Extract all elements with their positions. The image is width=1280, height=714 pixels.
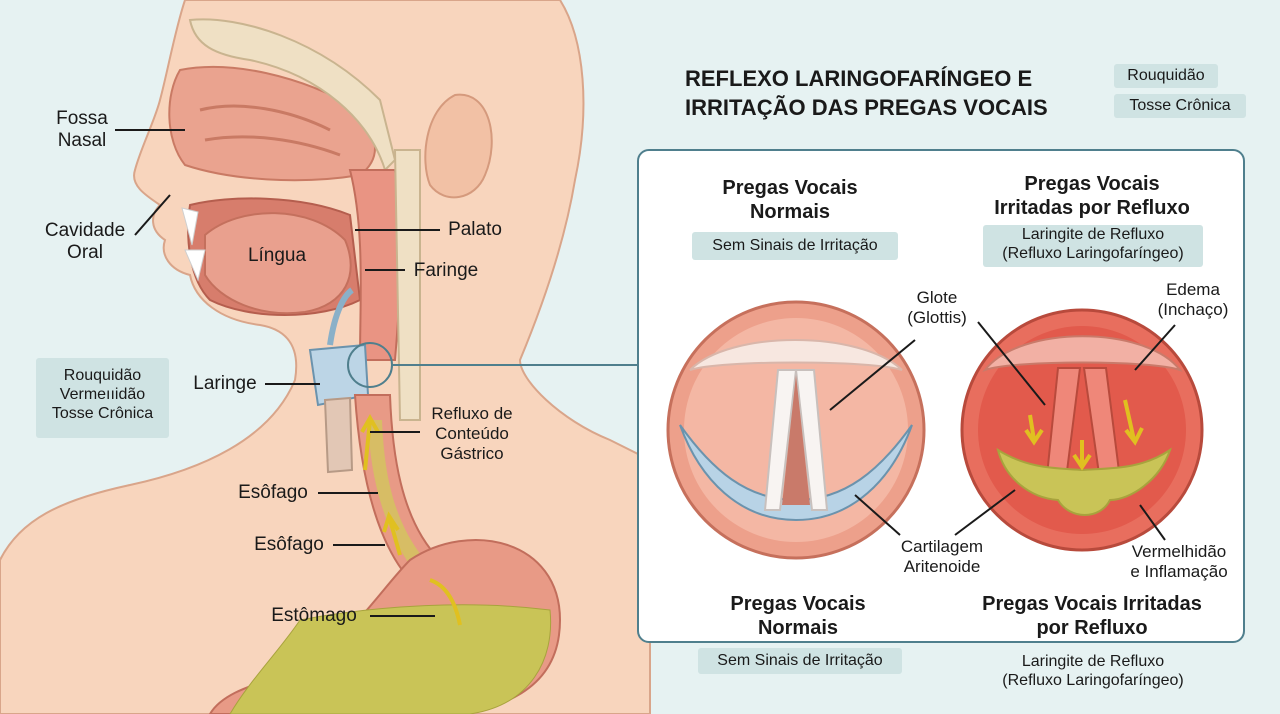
tag-irritated-line2: (Refluxo Laringofaríngeo)	[1002, 245, 1184, 262]
heading-normal: Pregas Vocais Normais	[702, 176, 878, 224]
label-fossa-line1: Fossa	[56, 108, 108, 129]
leader-glote-irritated	[977, 321, 1046, 406]
page-title: REFLEXO LARINGOFARÍNGEO E IRRITAÇÃO DAS …	[685, 64, 1048, 122]
symptom-rouquidao: Rouquidão	[63, 367, 142, 384]
label-vermelhidao: Vermelhidão e Inflamação	[1120, 542, 1238, 582]
spine	[393, 149, 421, 421]
label-palato: Palato	[448, 219, 502, 240]
label-refluxo: Refluxo de Conteúdo Gástrico	[422, 404, 522, 464]
label-edema: Edema (Inchaço)	[1148, 280, 1238, 320]
normal-epiglottis	[689, 339, 903, 371]
symptom-box-bg	[36, 358, 169, 438]
heading-normal-line1: Pregas Vocais	[722, 177, 858, 199]
symptom-vermelhidao: Vermeııidão	[59, 386, 146, 403]
irritated-mucus	[996, 447, 1172, 516]
irritated-epiglottis	[982, 335, 1183, 372]
label-glote-line1: Glote	[916, 288, 958, 307]
label-cartilagem: Cartilagem Aritenoide	[888, 537, 996, 577]
trachea	[323, 396, 354, 474]
gastric-content	[229, 604, 552, 714]
label-vermelhidao-line2: e Inflamação	[1130, 562, 1228, 581]
irritated-arrow-1	[1024, 414, 1044, 446]
reflux-arrow-2	[382, 511, 402, 556]
nasal-turbinate-2	[204, 135, 341, 157]
label-edema-line2: (Inchaço)	[1157, 300, 1229, 319]
skull-bone	[188, 18, 397, 172]
label-cavidade-oral: Cavidade Oral	[38, 220, 132, 264]
bottom-heading-normal: Pregas Vocais Normais	[702, 592, 894, 640]
footer-irritated-line1: Laringite de Refluxo	[1021, 653, 1165, 670]
irritated-arrow-3	[1123, 399, 1144, 446]
normal-glottis	[782, 375, 810, 505]
label-vermelhidao-line1: Vermelhidão	[1131, 542, 1227, 561]
symptom-tosse: Tosse Crônica	[51, 405, 154, 422]
label-laringe: Laringe	[193, 373, 257, 394]
reflux-arrow-3	[429, 578, 462, 626]
nasal-turbinate-1	[199, 104, 331, 132]
label-cavidade-line1: Cavidade	[44, 220, 126, 241]
label-estomago: Estômago	[271, 605, 357, 626]
tongue-shape	[204, 212, 352, 315]
leader-cartilagem-irritated	[954, 489, 1016, 536]
bottom-heading-normal-line1: Pregas Vocais	[730, 593, 866, 615]
normal-vocal-fold-left	[763, 369, 798, 511]
top-tag-tosse: Tosse Crônica	[1114, 94, 1246, 118]
bottom-heading-irritated-line2: por Refluxo	[1036, 617, 1148, 639]
label-refluxo-line1: Refluxo de	[431, 404, 513, 423]
label-lingua: Língua	[247, 245, 307, 266]
label-esofago-lower: Esôfago	[254, 534, 324, 555]
label-cavidade-line2: Oral	[67, 242, 103, 263]
epiglottis	[327, 287, 354, 346]
leader-edema	[1134, 324, 1176, 371]
bottom-heading-irritated-line1: Pregas Vocais Irritadas	[982, 593, 1202, 615]
leader-vermelhidao	[1139, 504, 1166, 541]
heading-irritated-line1: Pregas Vocais	[1024, 173, 1160, 195]
footer-tag-irritated: Laringite de Refluxo (Refluxo Laringofar…	[980, 652, 1206, 690]
leader-cartilagem	[854, 494, 901, 536]
label-glote-line2: (Glottis)	[907, 308, 967, 327]
tag-normal: Sem Sinais de Irritação	[692, 232, 898, 260]
tag-irritated: Laringite de Refluxo (Refluxo Laringofar…	[983, 225, 1203, 267]
reflux-arrow-1	[360, 413, 380, 471]
bottom-heading-irritated: Pregas Vocais Irritadas por Refluxo	[964, 592, 1220, 640]
esophagus-reflux	[368, 420, 425, 568]
label-esofago-upper: Esôfago	[238, 482, 308, 503]
upper-teeth	[181, 207, 199, 246]
footer-tag-normal: Sem Sinais de Irritação	[698, 648, 902, 674]
top-tag-rouquidao: Rouquidão	[1114, 64, 1218, 88]
label-refluxo-line3: Gástrico	[440, 444, 504, 463]
tag-irritated-line1: Laringite de Refluxo	[1021, 226, 1165, 243]
label-faringe: Faringe	[413, 260, 479, 281]
irritated-arrow-2	[1072, 440, 1092, 471]
footer-irritated-line2: (Refluxo Laringofaríngeo)	[1002, 672, 1184, 689]
leader-glote	[829, 339, 916, 411]
lower-teeth	[184, 249, 206, 282]
heading-irritated: Pregas Vocais Irritadas por Refluxo	[976, 172, 1208, 220]
title-line1: REFLEXO LARINGOFARÍNGEO E	[685, 66, 1033, 91]
heading-normal-line2: Normais	[749, 201, 831, 223]
heading-irritated-line2: Irritadas por Refluxo	[994, 197, 1190, 219]
symptom-box: Rouquidão Vermeııidão Tosse Crônica	[36, 366, 169, 423]
label-fossa-nasal: Fossa Nasal	[50, 108, 114, 152]
label-glote: Glote (Glottis)	[900, 288, 974, 328]
normal-cartilage	[679, 424, 913, 522]
label-cartilagem-line2: Aritenoide	[903, 557, 981, 576]
title-line2: IRRITAÇÃO DAS PREGAS VOCAIS	[685, 95, 1048, 120]
normal-vocal-fold-right	[794, 369, 829, 511]
label-cartilagem-line1: Cartilagem	[900, 537, 984, 556]
bottom-heading-normal-line2: Normais	[757, 617, 839, 639]
label-refluxo-line2: Conteúdo	[435, 424, 509, 443]
leader-cavidade	[134, 194, 171, 236]
label-edema-line1: Edema	[1166, 280, 1220, 299]
ear	[424, 93, 493, 199]
label-fossa-line2: Nasal	[57, 130, 107, 151]
